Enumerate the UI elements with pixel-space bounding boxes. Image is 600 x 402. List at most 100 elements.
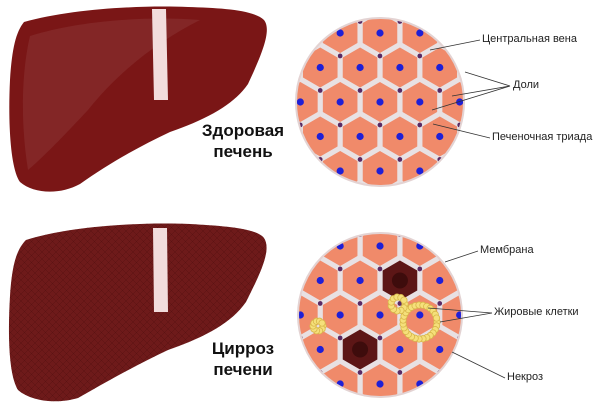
portal-triad-dot — [298, 53, 303, 59]
central-vein-dot — [396, 0, 403, 2]
label-portal-triad: Печеночная триада — [492, 131, 593, 143]
central-vein-dot — [376, 380, 384, 388]
central-vein-dot — [416, 29, 424, 37]
healthy-liver-shape — [9, 6, 267, 192]
portal-triad-dot — [437, 19, 443, 24]
central-vein-dot — [456, 167, 464, 175]
central-vein-dot — [396, 132, 404, 141]
portal-triad-dot — [357, 157, 363, 162]
portal-triad-dot — [457, 192, 462, 197]
portal-triad-dot — [437, 19, 443, 24]
healthy-lobules-circle — [277, 0, 502, 231]
central-vein-dot — [416, 98, 424, 106]
portal-triad-dot — [357, 370, 363, 375]
portal-triad-dot — [298, 53, 303, 59]
portal-triad-dot — [477, 157, 482, 162]
necrosis-core — [391, 272, 408, 289]
central-vein-dot — [336, 98, 344, 106]
portal-triad-dot — [378, 192, 383, 197]
lobule-hexagon — [340, 18, 380, 22]
label-necrosis: Некроз — [507, 371, 544, 383]
leader-fat-2 — [439, 312, 493, 323]
label-membrane: Мембрана — [480, 244, 534, 256]
portal-triad-dot — [477, 88, 482, 93]
portal-triad-dot — [377, 266, 383, 272]
portal-triad-dot — [398, 226, 403, 231]
portal-triad-dot — [378, 192, 383, 197]
central-vein-dot — [296, 29, 304, 37]
portal-triad-dot — [357, 88, 363, 93]
healthy-ligament — [152, 9, 168, 100]
leader-lobules-2 — [451, 85, 511, 97]
central-vein-dot — [376, 167, 384, 175]
cirrhosis-caption-line1: Цирроз — [211, 339, 275, 358]
central-vein-dot — [376, 242, 384, 250]
leader-fat-1 — [427, 307, 493, 314]
central-vein-dot — [416, 167, 424, 175]
portal-triad-dot — [497, 54, 502, 59]
central-vein-dot — [356, 202, 363, 209]
portal-triad-dot — [437, 88, 443, 93]
portal-triad-dot — [317, 233, 323, 237]
central-vein-dot — [277, 64, 284, 71]
leader-membrane — [444, 250, 479, 263]
portal-triad-dot — [457, 53, 462, 59]
healthy-liver-caption: Здоровая печень — [183, 120, 303, 162]
fat-cell-droplet — [432, 314, 441, 322]
portal-triad-dot — [437, 233, 443, 237]
cirrhosis-circle-rim — [297, 232, 463, 398]
portal-triad-dot — [278, 19, 283, 24]
portal-triad-dot — [337, 266, 343, 272]
portal-triad-dot — [377, 335, 383, 341]
lobule-hexagon — [296, 44, 301, 91]
central-vein-dot — [356, 0, 363, 2]
central-vein-dot — [356, 63, 364, 72]
portal-triad-dot — [378, 192, 383, 197]
portal-triad-dot — [337, 122, 343, 128]
portal-triad-dot — [317, 19, 323, 24]
central-vein-dot — [356, 276, 364, 285]
portal-triad-dot — [357, 301, 363, 306]
cirrhosis-liver-mesh — [8, 223, 267, 402]
central-vein-dot — [476, 133, 483, 140]
cirrhosis-liver-caption: Цирроз печени — [188, 338, 298, 380]
portal-triad-dot — [457, 266, 462, 272]
cirrhosis-liver — [8, 223, 267, 402]
portal-triad-dot — [417, 266, 423, 272]
healthy-caption-line1: Здоровая — [201, 121, 285, 140]
portal-triad-dot — [278, 301, 283, 306]
portal-triad-dot — [418, 192, 423, 197]
leader-lobules-1 — [464, 71, 511, 87]
portal-triad-dot — [377, 122, 383, 128]
lobule-hexagon — [459, 44, 464, 91]
central-vein-dot — [396, 63, 404, 72]
central-vein-dot — [376, 98, 384, 106]
portal-triad-dot — [497, 123, 502, 128]
central-vein-dot — [296, 98, 304, 106]
central-vein-dot — [336, 167, 344, 175]
portal-triad-dot — [437, 301, 443, 306]
lobule-hexagon — [439, 18, 464, 56]
central-vein-dot — [316, 132, 324, 141]
central-vein-dot — [456, 98, 464, 106]
lobule-hexagon — [380, 182, 420, 186]
healthy-liver — [9, 6, 267, 192]
central-vein-dot — [316, 63, 324, 72]
healthy-caption-line2: печень — [213, 142, 273, 161]
portal-triad-dot — [417, 122, 423, 128]
portal-triad-dot — [317, 88, 323, 93]
healthy-cell-grid — [277, 0, 502, 231]
leader-central-vein — [429, 39, 481, 51]
lobule-hexagon — [439, 148, 464, 186]
central-vein-dot — [356, 132, 364, 141]
central-vein-dot — [336, 311, 344, 319]
portal-triad-dot — [338, 192, 343, 197]
central-vein-dot — [316, 345, 324, 354]
cirrhosis-caption-line2: печени — [213, 360, 273, 379]
label-central-vein: Центральная вена — [482, 33, 577, 45]
lobule-hexagon — [380, 18, 420, 22]
central-vein-dot — [436, 345, 444, 354]
cirrhosis-lobules-circle — [278, 232, 463, 398]
lobule-hexagon — [340, 182, 380, 186]
